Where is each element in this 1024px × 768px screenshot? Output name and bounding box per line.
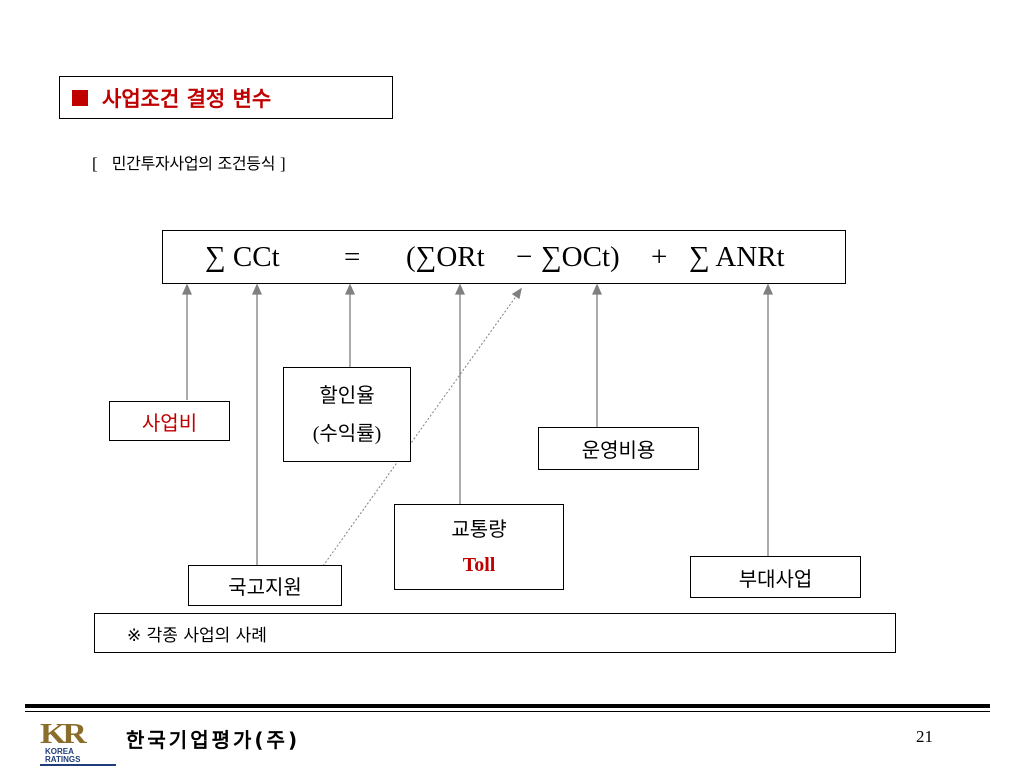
logo-underline — [40, 764, 116, 766]
project-cost-box: 사업비 — [109, 401, 230, 441]
logo-text-korea: KOREA — [45, 747, 74, 756]
formula-anrt: ∑ ANRt — [689, 241, 785, 273]
note-text: ※ 각종 사업의 사례 — [127, 625, 267, 646]
note-box: ※ 각종 사업의 사례 — [94, 613, 896, 653]
yield-label: (수익률) — [312, 421, 382, 445]
discount-rate-box: 할인율 (수익률) — [283, 367, 411, 462]
arrowhead-discount-rate — [344, 283, 356, 295]
state-support-box: 국고지원 — [188, 565, 342, 606]
caption-open-bracket: [ — [92, 154, 98, 173]
state-support-label: 국고지원 — [228, 575, 302, 599]
formula-ort: (∑ORt — [406, 241, 485, 273]
arrowhead-project-cost — [181, 283, 193, 295]
ancillary-business-box: 부대사업 — [690, 556, 861, 598]
operating-cost-label: 운영비용 — [581, 438, 656, 462]
dotted-arrowhead-state-support — [511, 287, 522, 300]
discount-rate-label: 할인율 — [319, 383, 375, 407]
square-bullet-icon — [72, 89, 88, 106]
formula-plus: + — [651, 241, 668, 273]
ancillary-business-label: 부대사업 — [738, 566, 813, 591]
section-title-box: 사업조건 결정 변수 — [59, 76, 393, 119]
logo-text-ratings: RATINGS — [45, 755, 81, 764]
kr-logo-mark: KR — [40, 719, 87, 750]
dotted-arrow-state-support — [322, 294, 518, 567]
formula-cct: ∑ CCt — [205, 241, 280, 273]
formula-equals: = — [344, 241, 361, 273]
traffic-label: 교통량 — [451, 517, 507, 541]
footer-divider-thin — [25, 711, 990, 712]
project-cost-label: 사업비 — [141, 410, 198, 435]
arrowhead-state-support — [251, 283, 263, 295]
equation-caption: [ 민간투자사업의 조건등식 ] — [92, 150, 286, 174]
arrowhead-operating-cost — [591, 283, 603, 295]
traffic-toll-box: 교통량 Toll — [394, 504, 564, 590]
arrowhead-ancillary-business — [762, 283, 774, 295]
toll-label: Toll — [462, 554, 496, 576]
footer-divider-thick — [25, 704, 990, 708]
section-title: 사업조건 결정 변수 — [102, 86, 272, 111]
condition-equation-box: ∑ CCt = (∑ORt − ∑OCt) + ∑ ANRt — [162, 230, 846, 284]
operating-cost-box: 운영비용 — [538, 427, 699, 470]
formula-minus: − — [516, 241, 533, 273]
arrowhead-traffic — [454, 283, 466, 295]
page-number: 21 — [916, 727, 933, 746]
caption-text: 민간투자사업의 조건등식 — [111, 154, 276, 173]
formula-oct: ∑OCt) — [541, 241, 620, 273]
company-name: 한국기업평가(주) — [126, 728, 301, 752]
caption-close-bracket: ] — [279, 154, 286, 173]
